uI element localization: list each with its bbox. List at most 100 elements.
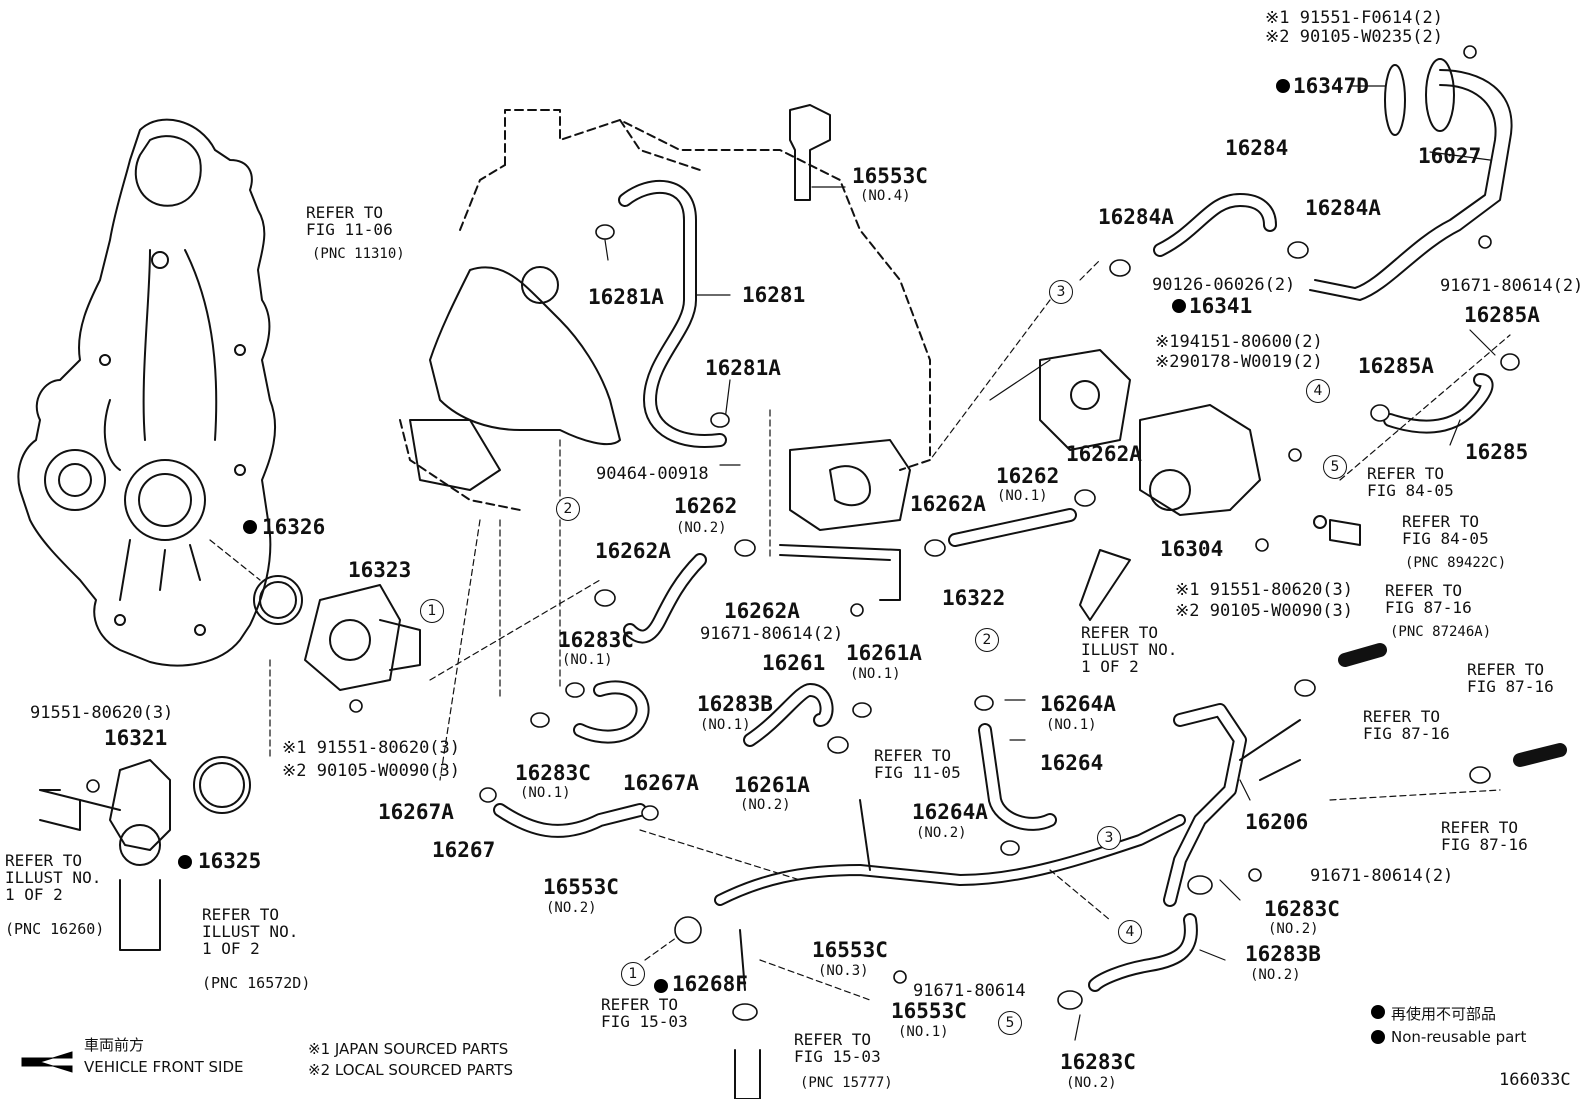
plate-16341-drawing <box>1039 349 1131 451</box>
pipe-16206-drawing <box>1163 703 1301 907</box>
local-sourced-note: ※2 LOCAL SOURCED PARTS <box>308 1061 513 1079</box>
clamp-16264A-a <box>974 695 994 711</box>
label-16283C-no2-b-sub: (NO.2) <box>1066 1075 1117 1091</box>
vehicle-front-label-en: VEHICLE FRONT SIDE <box>84 1058 244 1076</box>
label-16283B-no1: 16283B <box>697 692 773 716</box>
label-16264A-no2-sub: (NO.2) <box>916 825 967 841</box>
label-16284: 16284 <box>1225 136 1289 160</box>
illustration-code: 166033C <box>1499 1070 1571 1090</box>
connector-marker-1-b: 1 <box>621 962 645 986</box>
label-16322: 16322 <box>942 586 1006 610</box>
seal-ring-16326 <box>253 575 303 625</box>
clamp-16283C-c <box>1187 875 1213 895</box>
label-91671-80614-2c: 91671-80614(2) <box>1310 866 1454 886</box>
label-16285A-b: 16285A <box>1464 303 1540 327</box>
clamp-16262A-d <box>1074 489 1096 507</box>
hose-16264-drawing <box>978 723 1057 831</box>
label-16264A-no1-sub: (NO.1) <box>1046 717 1097 733</box>
label-16262-no1-sub: (NO.1) <box>997 488 1048 504</box>
label-16267A-b: 16267A <box>623 771 699 795</box>
label-290178-W0019: ※290178-W0019(2) <box>1155 352 1323 372</box>
connector-marker-1-a: 1 <box>420 599 444 623</box>
bolt-91551-a <box>86 779 100 793</box>
label-16267A-a: 16267A <box>378 800 454 824</box>
refer-fig-15-03-b-pnc: (PNC 15777) <box>800 1075 893 1091</box>
japan-sourced-note: ※1 JAPAN SOURCED PARTS <box>308 1040 509 1058</box>
clamp-16264A-b <box>1000 840 1020 856</box>
legend-dot-en <box>1371 1030 1385 1044</box>
clamp-16267A-b <box>641 805 659 821</box>
label-16262-no2: 16262 <box>674 494 738 518</box>
label-91671-80614: 91671-80614 <box>913 981 1026 1001</box>
bolt-91551-F <box>1463 45 1477 59</box>
gasket-drawing <box>789 439 911 531</box>
label-16261A-no1-sub: (NO.1) <box>850 666 901 682</box>
label-16347D: 16347D <box>1293 74 1369 98</box>
clamp-fig1503 <box>732 1003 758 1021</box>
label-16553C-no1: 16553C <box>891 999 967 1023</box>
label-16261A-no1: 16261A <box>846 641 922 665</box>
label-16281A-bottom: 16281A <box>705 356 781 380</box>
label-16304: 16304 <box>1160 537 1224 561</box>
clamp-16283C-b <box>530 712 550 728</box>
refer-illust-b-pnc: (PNC 16572D) <box>202 974 311 992</box>
label-16326: 16326 <box>262 515 326 539</box>
clamp-16281A-bottom <box>710 412 730 428</box>
label-16553C-no2-sub: (NO.2) <box>546 900 597 916</box>
refer-fig-87-16-b: REFER TO FIG 87-16 <box>1467 660 1554 696</box>
refer-illust-a: REFER TO ILLUST NO. 1 OF 2 <box>5 851 102 904</box>
temp-sensor-drawing <box>1313 515 1361 546</box>
non-reusable-dot-16347D <box>1276 79 1290 93</box>
label-16261A-no2-sub: (NO.2) <box>740 797 791 813</box>
bolt-91671-b <box>893 970 907 984</box>
hose-16285-drawing <box>1383 373 1494 434</box>
label-16281A-top: 16281A <box>588 285 664 309</box>
non-reusable-dot-16268F <box>654 979 668 993</box>
water-pump-16323-drawing <box>304 584 421 691</box>
vehicle-front-arrow-icon <box>21 1051 73 1073</box>
vehicle-front-label-jp: 車両前方 <box>84 1036 145 1054</box>
label-16553C-no4: 16553C <box>852 164 928 188</box>
label-16261A-no2: 16261A <box>734 773 810 797</box>
label-90126-06026: 90126-06026(2) <box>1152 275 1296 295</box>
refer-illust-c: REFER TO ILLUST NO. 1 OF 2 <box>1081 623 1178 676</box>
connector-marker-3-b: 3 <box>1097 826 1121 850</box>
connection-lines <box>209 259 1511 1001</box>
bracket-16553C-no4-drawing <box>789 104 831 201</box>
hose-16267-drawing <box>493 803 647 838</box>
connector-marker-3-a: 3 <box>1049 280 1073 304</box>
label-16264A-no1: 16264A <box>1040 692 1116 716</box>
label-16285: 16285 <box>1465 440 1529 464</box>
seal-ring-16325 <box>193 756 251 814</box>
pipe-16322-drawing <box>779 544 901 601</box>
label-16284A-a: 16284A <box>1098 205 1174 229</box>
label-x2-90105-W0090-b: ※2 90105-W0090(3) <box>1175 601 1354 621</box>
timing-chain-cover-drawing <box>17 118 277 667</box>
non-reusable-dot-16325 <box>178 855 192 869</box>
connector-marker-5-b: 5 <box>998 1011 1022 1035</box>
label-x2-90105-W0235: ※2 90105-W0235(2) <box>1265 27 1444 47</box>
label-16283C-no2-a-sub: (NO.2) <box>1268 921 1319 937</box>
label-16262A-c: 16262A <box>910 492 986 516</box>
bolt-91551-b <box>349 699 363 713</box>
refer-illust-b: REFER TO ILLUST NO. 1 OF 2 <box>202 905 299 958</box>
label-16264: 16264 <box>1040 751 1104 775</box>
label-16325: 16325 <box>198 849 262 873</box>
refer-fig-15-03-a: REFER TO FIG 15-03 <box>601 995 688 1031</box>
clamp-16284A-a <box>1109 259 1131 277</box>
refer-fig-87-16-d: REFER TO FIG 87-16 <box>1441 818 1528 854</box>
hose-16283B-no1-drawing <box>573 680 650 744</box>
refer-fig-11-06-pnc: (PNC 11310) <box>312 246 405 262</box>
hose-16281-drawing <box>618 180 727 448</box>
label-16321: 16321 <box>104 726 168 750</box>
clamp-16281A-top <box>595 224 615 240</box>
refer-fig-11-06: REFER TO FIG 11-06 <box>306 203 393 239</box>
label-x1-91551-80620-b: ※1 91551-80620(3) <box>1175 580 1354 600</box>
refer-fig-11-05: REFER TO FIG 11-05 <box>874 746 961 782</box>
refer-hose-ends-drawing <box>39 549 1567 1099</box>
clamp-16267A-a <box>479 787 497 803</box>
water-inlet-16321-drawing <box>39 759 171 866</box>
label-x1-91551-80620: ※1 91551-80620(3) <box>282 738 461 758</box>
connector-marker-5-a: 5 <box>1323 455 1347 479</box>
label-91671-80614-2b: 91671-80614(2) <box>1440 276 1584 296</box>
